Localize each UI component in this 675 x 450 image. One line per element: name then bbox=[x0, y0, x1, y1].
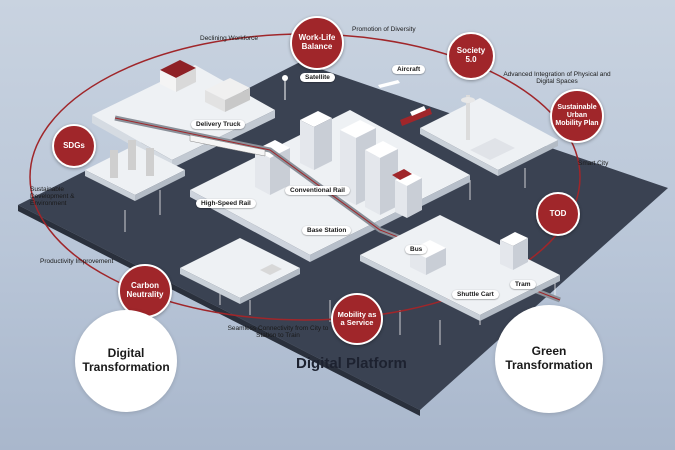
delivery-truck-label: Delivery Truck bbox=[191, 120, 246, 129]
green-transformation-circle: Green Transformation bbox=[495, 305, 603, 413]
society-5-0-node: Society 5.0 bbox=[447, 32, 495, 80]
digital-platform-title: Digital Platform bbox=[296, 355, 407, 372]
work-life-balance-node: Work-Life Balance bbox=[290, 16, 344, 70]
advanced-integration-text: Advanced Integration of Physical and Dig… bbox=[503, 71, 611, 86]
digital-platform-edge bbox=[18, 205, 420, 416]
tram-label: Tram bbox=[510, 280, 536, 289]
high-speed-rail-label: High-Speed Rail bbox=[196, 199, 256, 208]
conventional-rail-label: Conventional Rail bbox=[285, 186, 350, 195]
digital-transformation-circle: Digital Transformation bbox=[75, 310, 177, 412]
declining-workforce-text: Declining Workforce bbox=[200, 35, 259, 42]
satellite-label: Satellite bbox=[300, 73, 335, 82]
aircraft-icon bbox=[378, 80, 400, 88]
sdgs-node: SDGs bbox=[52, 124, 96, 168]
tod-node: TOD bbox=[536, 192, 580, 236]
sustainable-development-text: Sustainable Development & Environment bbox=[30, 186, 75, 208]
shuttle-cart-label: Shuttle Cart bbox=[452, 290, 499, 299]
central-city-block bbox=[190, 110, 470, 262]
sustainable-urban-mobility-plan-node: Sustainable Urban Mobility Plan bbox=[550, 89, 604, 143]
seamless-connectivity-text: Seamless Connectivity from City to Stati… bbox=[227, 325, 329, 340]
satellite-icon bbox=[282, 75, 288, 100]
productivity-improvement-text: Productivity Improvement bbox=[40, 258, 114, 265]
aircraft-label: Aircraft bbox=[392, 65, 426, 74]
mobility-as-a-service-node: Mobility as a Service bbox=[331, 293, 383, 345]
high-speed-train bbox=[189, 134, 266, 157]
industrial-block bbox=[85, 140, 185, 201]
promotion-of-diversity-text: Promotion of Diversity bbox=[352, 26, 416, 33]
airport-block bbox=[420, 95, 558, 176]
base-station-label: Base Station bbox=[302, 226, 352, 235]
ship bbox=[400, 106, 432, 126]
carbon-neutrality-node: Carbon Neutrality bbox=[118, 264, 172, 318]
bus-label: Bus bbox=[405, 245, 428, 254]
logistics-block bbox=[180, 238, 300, 304]
smart-city-text: Smart City bbox=[578, 160, 609, 167]
